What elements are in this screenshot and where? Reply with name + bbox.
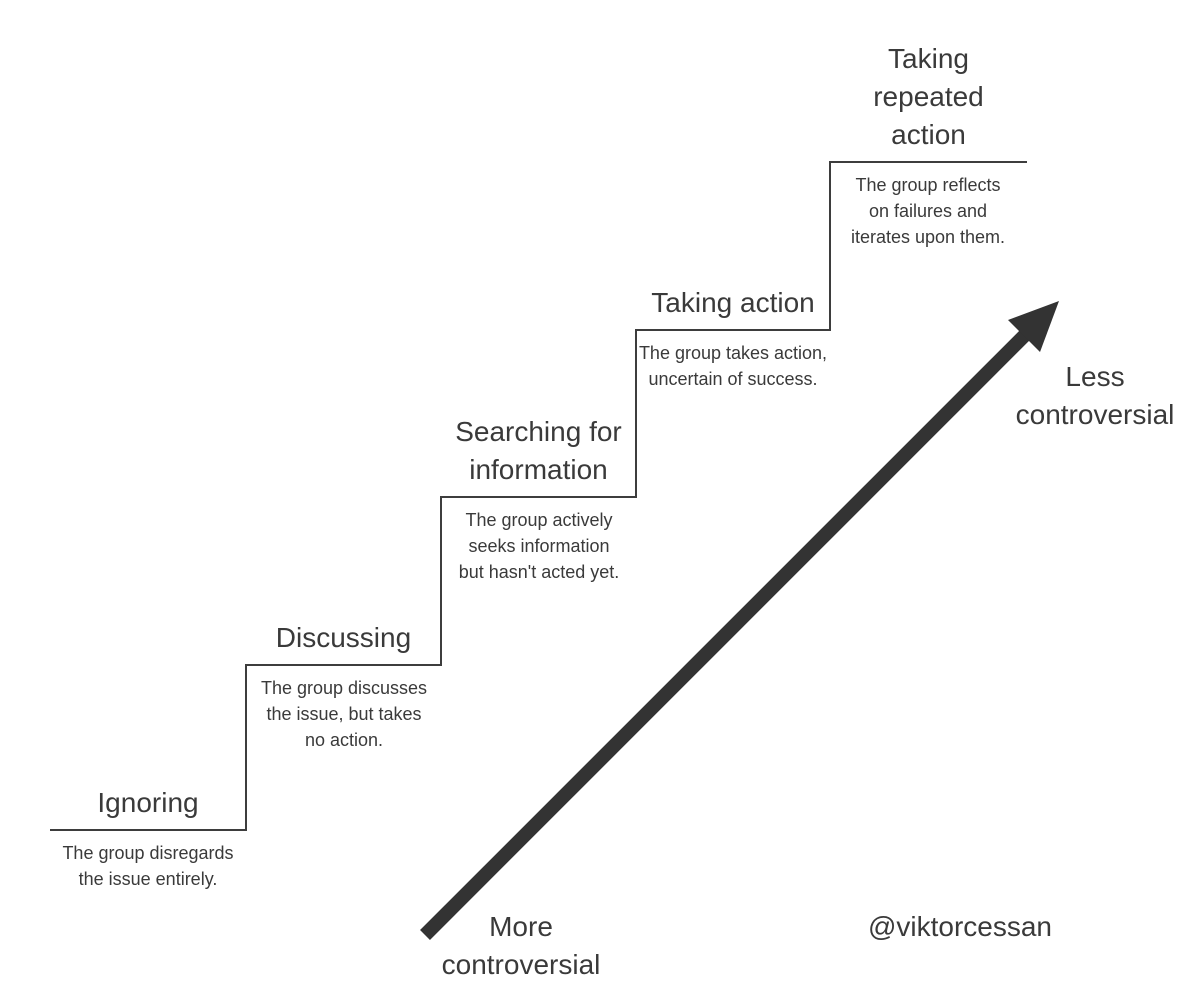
step-5-title: Taking repeated action <box>873 43 984 150</box>
step-3-title: Searching for information <box>455 416 622 485</box>
step-3-description: The group actively seeks information but… <box>458 510 620 582</box>
axis-start-label: More controversial <box>441 911 601 980</box>
axis-end-label: Less controversial <box>1015 361 1175 430</box>
step-2-description: The group discusses the issue, but takes… <box>260 678 428 750</box>
attribution-handle: @viktorcessan <box>867 911 1053 942</box>
trend-arrow-icon <box>420 301 1059 940</box>
step-4-title: Taking action <box>651 287 815 318</box>
step-1-description: The group disregards the issue entirely. <box>62 843 234 889</box>
step-5-description: The group reflects on failures and itera… <box>850 175 1006 247</box>
step-2-title: Discussing <box>275 622 412 653</box>
staircase-line <box>50 161 1027 831</box>
step-4-description: The group takes action, uncertain of suc… <box>638 343 828 389</box>
step-1-title: Ignoring <box>97 787 199 818</box>
